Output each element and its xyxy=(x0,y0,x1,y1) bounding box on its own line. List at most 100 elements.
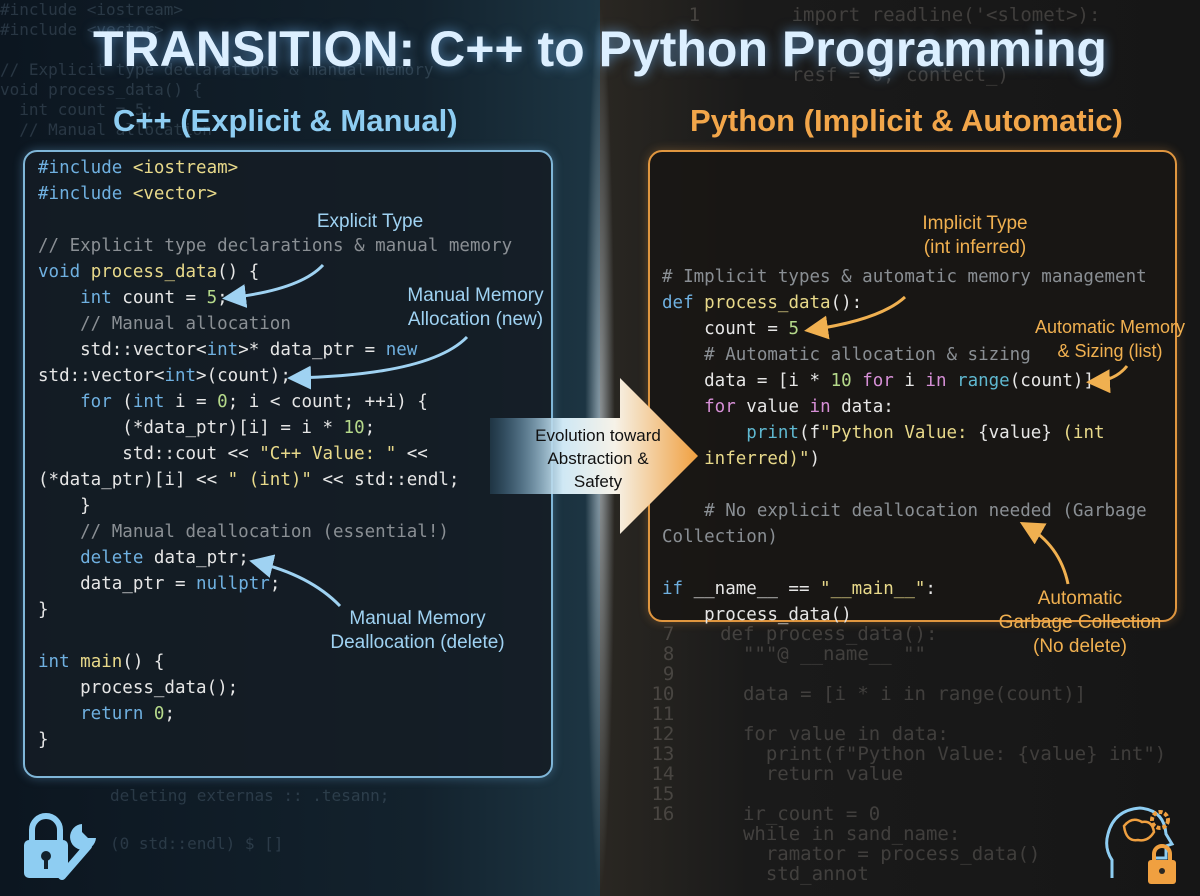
code-token: // Explicit type declarations & manual m… xyxy=(38,236,513,256)
code-line: process_data() xyxy=(662,602,1147,628)
code-line: std::vector<int>* data_ptr = new xyxy=(38,337,512,363)
code-token: <vector> xyxy=(132,184,218,204)
code-line: # Implicit types & automatic memory mana… xyxy=(662,264,1147,290)
code-token: int xyxy=(132,392,165,412)
evolution-line-3: Safety xyxy=(573,472,623,491)
code-line: // Explicit type declarations & manual m… xyxy=(38,233,512,259)
code-token: () { xyxy=(122,652,165,672)
annotation-text: Allocation (new) xyxy=(407,309,544,330)
code-token: std::vector< xyxy=(38,340,207,360)
annotation-text: & Sizing (list) xyxy=(1057,341,1163,361)
code-token: range xyxy=(946,371,1010,391)
code-token: "Python Value: xyxy=(820,423,979,443)
code-token: value xyxy=(735,397,810,417)
code-token: process_data() xyxy=(662,605,852,625)
code-token: int xyxy=(38,288,123,308)
code-token: ( xyxy=(122,392,133,412)
arrow-right-icon xyxy=(490,378,698,534)
code-token: ; i < count; ++i) { xyxy=(227,392,428,412)
code-line: Collection) xyxy=(662,524,1147,550)
code-token: Collection) xyxy=(662,527,778,547)
code-line: inferred)") xyxy=(662,446,1147,472)
annotation-text: Manual Memory xyxy=(349,608,486,629)
code-token: new xyxy=(385,340,418,360)
code-token: # No explicit deallocation needed (Garba… xyxy=(662,501,1147,521)
code-line: std::cout << "C++ Value: " << xyxy=(38,441,512,467)
code-token: in xyxy=(925,371,947,391)
code-line: # No explicit deallocation needed (Garba… xyxy=(662,498,1147,524)
code-token: // Manual allocation xyxy=(38,314,291,334)
code-line: def process_data(): xyxy=(662,290,1147,316)
code-line: (*data_ptr)[i] << " (int)" << std::endl; xyxy=(38,467,512,493)
code-token: #include xyxy=(38,184,133,204)
code-line: if __name__ == "__main__": xyxy=(662,576,1147,602)
code-line: // Manual allocation xyxy=(38,311,512,337)
code-line xyxy=(662,472,1147,498)
lock-wrench-icon xyxy=(24,813,96,880)
code-token: for xyxy=(662,397,736,417)
code-line: std::vector<int>(count); xyxy=(38,363,512,389)
code-token: 0 xyxy=(217,392,228,412)
code-line: int count = 5; xyxy=(38,285,512,311)
cpp-code-block: #include <iostream>#include <vector>// E… xyxy=(38,155,512,753)
code-line: process_data(); xyxy=(38,675,512,701)
code-line: #include <vector> xyxy=(38,181,512,207)
code-token: " (int)" xyxy=(227,470,312,490)
code-token: {value} xyxy=(978,423,1052,443)
code-line: delete data_ptr; xyxy=(38,545,512,571)
code-token: "C++ Value: " xyxy=(259,444,397,464)
code-token: : xyxy=(925,579,936,599)
code-token: std::vector< xyxy=(38,366,165,386)
code-token: (): xyxy=(830,293,863,313)
code-token: data: xyxy=(830,397,894,417)
code-token: # Implicit types & automatic memory mana… xyxy=(662,267,1147,287)
cpp-code-panel xyxy=(23,150,553,778)
code-token: __name__ == xyxy=(693,579,821,599)
code-token: ; xyxy=(217,288,228,308)
code-token: ) xyxy=(809,449,821,469)
code-line: int main() { xyxy=(38,649,512,675)
code-line: } xyxy=(38,597,512,623)
code-token: 10 xyxy=(830,371,852,391)
code-line: print(f"Python Value: {value} (int xyxy=(662,420,1147,446)
code-line: # Automatic allocation & sizing xyxy=(662,342,1147,368)
code-token: 10 xyxy=(343,418,365,438)
background-code-right-top: 1 import readline('<slomet>): resf = 0, … xyxy=(688,4,1101,86)
code-line: (*data_ptr)[i] = i * 10; xyxy=(38,415,512,441)
code-token: inferred)" xyxy=(662,449,810,469)
code-line: data = [i * 10 for i in range(count)] xyxy=(662,368,1147,394)
code-token: 0 xyxy=(153,704,165,724)
code-token: int xyxy=(164,366,197,386)
code-token: for xyxy=(851,371,894,391)
background-code-right-bottom: 7 def process_data(): 8 """@ __name__ ""… xyxy=(651,623,1167,885)
python-code-block: # Implicit types & automatic memory mana… xyxy=(662,264,1147,628)
code-token: } xyxy=(38,600,49,620)
code-line: } xyxy=(38,727,512,753)
code-token: i = xyxy=(164,392,218,412)
annotation-explicit-type: Explicit Type xyxy=(290,210,450,234)
code-token: i xyxy=(893,371,926,391)
code-token: process_data xyxy=(704,293,831,313)
code-line: #include <iostream> xyxy=(38,155,512,181)
code-token: // Manual deallocation (essential!) xyxy=(38,522,449,542)
page-title: TRANSITION: C++ to Python Programming xyxy=(93,21,1107,77)
code-token: (*data_ptr)[i] = i * xyxy=(38,418,344,438)
background-code-left-bottom: deleting externas :: .tesann; (0 std::en… xyxy=(110,786,390,853)
code-token: data = [i * xyxy=(662,371,831,391)
cpp-heading: C++ (Explicit & Manual) xyxy=(113,103,458,138)
code-token: #include xyxy=(38,158,133,178)
code-token: } xyxy=(38,730,49,750)
code-token: return xyxy=(38,704,154,724)
code-line: return 0; xyxy=(38,701,512,727)
code-line: count = 5 xyxy=(662,316,1147,342)
code-token: def xyxy=(662,293,705,313)
code-line xyxy=(662,550,1147,576)
annotation-text: Deallocation (delete) xyxy=(330,632,505,653)
evolution-line-2: Abstraction & xyxy=(547,449,649,468)
code-token: for xyxy=(38,392,123,412)
code-token: >(count); xyxy=(196,366,291,386)
code-token: int xyxy=(38,652,81,672)
code-token: data_ptr; xyxy=(153,548,249,568)
